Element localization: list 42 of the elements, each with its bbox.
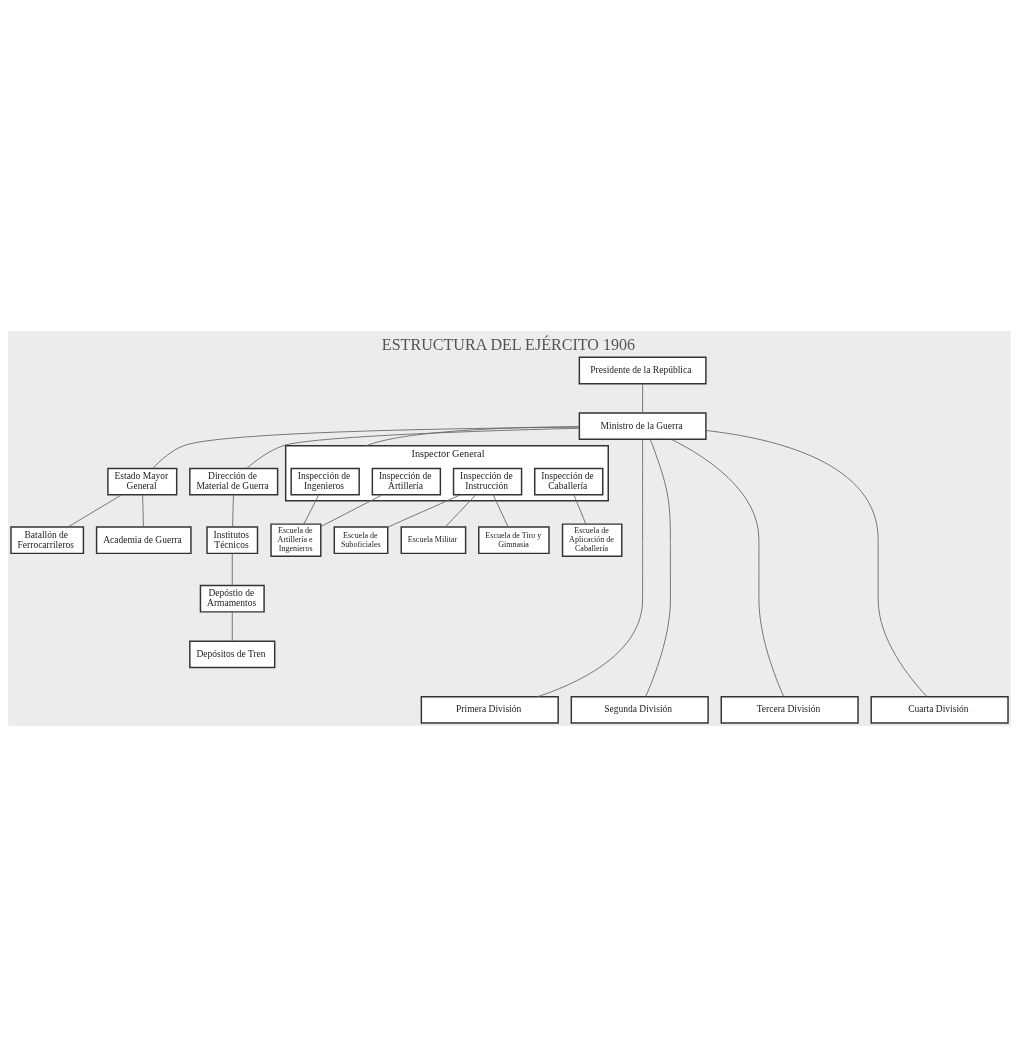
node-box: Primera División [420, 696, 559, 724]
node-box: Inspección de Artillería [371, 467, 442, 496]
connector [232, 494, 234, 528]
node-box: Cuarta División [870, 696, 1009, 724]
diagram-title: ESTRUCTURA DEL EJÉRCITO 1906 [381, 335, 636, 353]
connector [303, 494, 320, 525]
connector [365, 426, 580, 447]
node-box: Escuela de Aplicación de Caballería [561, 523, 623, 558]
connector [444, 494, 476, 528]
node-box: Ministro de la Guerra [578, 412, 707, 440]
node-box: Academia de Guerra [95, 526, 192, 555]
node-box: Estado Mayor General [107, 467, 178, 496]
node-box: Batallón de Ferrocarrileros [10, 526, 85, 555]
node-box: Dirección de Material de Guerra [189, 467, 279, 496]
connector [231, 611, 233, 642]
node-box: Escuela de Artillería e Ingenieros [270, 523, 322, 558]
connector [387, 494, 461, 528]
connector [320, 494, 383, 528]
connector [246, 427, 580, 469]
node-box: Inspección de Caballería [534, 467, 604, 496]
node-box: Escuela de Tiro y Gimnasia [478, 526, 550, 555]
node-box: Depósitos de Tren [189, 640, 276, 669]
node-box: Depóstio de Armamentos [199, 584, 265, 613]
node-box: Tercera División [720, 696, 859, 724]
connector [537, 438, 644, 698]
connector [573, 494, 587, 525]
connector [705, 430, 928, 698]
node-box: Escuela Militar [400, 526, 467, 555]
connector [670, 438, 785, 698]
connector [152, 426, 580, 469]
node-box: Institutos Técnicos [206, 526, 259, 555]
node-box: Inspección de Instrucción [452, 467, 523, 496]
node-box: Escuela de Suboficiales [333, 526, 389, 555]
node-box: Presidente de la República [578, 356, 707, 385]
node-box: Inspección de Ingenieros [290, 467, 360, 496]
connector [231, 553, 233, 586]
node-box: Segunda División [570, 696, 709, 724]
connector [645, 438, 671, 698]
connector [642, 383, 644, 414]
connector [67, 494, 122, 528]
connector [142, 494, 144, 528]
connector [492, 494, 509, 528]
